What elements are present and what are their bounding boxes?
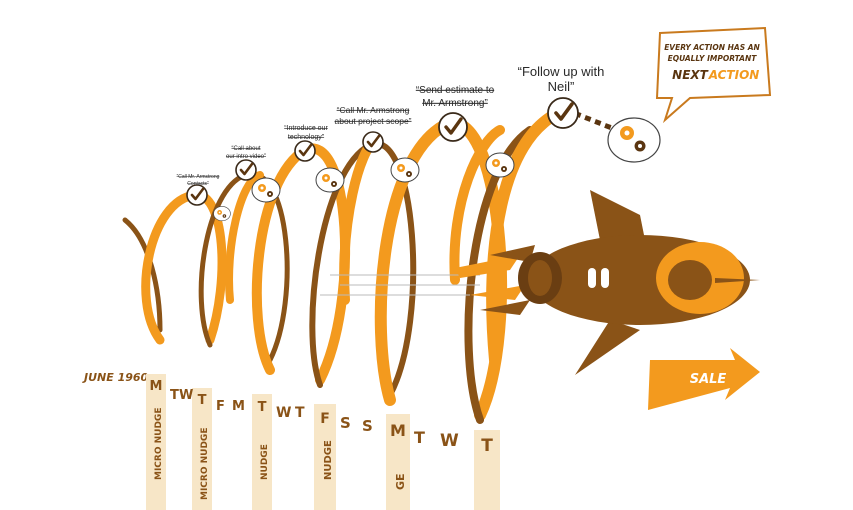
gear-icon: [607, 117, 661, 163]
gear-icon: [390, 157, 420, 183]
svg-text:“Send estimate to: “Send estimate to: [416, 85, 495, 96]
svg-text:W: W: [276, 405, 291, 421]
day-post: M GE: [386, 414, 410, 510]
svg-text:“Call Mr. Armstrong: “Call Mr. Armstrong: [337, 105, 410, 115]
svg-text:F: F: [320, 411, 330, 427]
action-label-3: “Introduce our technology”: [284, 125, 328, 141]
svg-text:T: T: [198, 393, 207, 408]
sale-arrow: SALE: [648, 348, 760, 410]
gear-icon: [485, 152, 515, 178]
checkmark-icon: [361, 130, 385, 154]
speech-bubble: EVERY ACTION HAS AN EQUALLY IMPORTANT NE…: [655, 26, 772, 124]
action-label-6: “Follow up with Neil”: [518, 64, 605, 94]
svg-text:GE: GE: [394, 473, 407, 490]
gear-icon: [251, 177, 281, 203]
svg-text:Neil”: Neil”: [548, 79, 575, 94]
day-posts: M MICRO NUDGE T MICRO NUDGE T NUDGE F NU…: [146, 374, 500, 510]
svg-text:F: F: [216, 399, 225, 414]
gear-icon: [315, 167, 345, 193]
action-label-4: “Call Mr. Armstrong about project scope”: [334, 105, 411, 126]
checkmark-icon: [185, 183, 209, 207]
svg-text:T: T: [170, 388, 179, 403]
svg-text:T: T: [481, 436, 493, 456]
svg-text:NEXT: NEXT: [672, 68, 708, 82]
svg-text:our intro video”: our intro video”: [226, 154, 266, 160]
checkmark-icon: [547, 97, 579, 129]
svg-text:M: M: [390, 421, 406, 440]
svg-text:Contacts”: Contacts”: [187, 181, 209, 187]
svg-text:ACTION: ACTION: [708, 68, 760, 82]
next-action-trail: [574, 111, 612, 130]
svg-text:S: S: [362, 417, 373, 435]
svg-text:EVERY ACTION HAS AN: EVERY ACTION HAS AN: [664, 43, 760, 52]
day-post: F NUDGE: [314, 404, 336, 510]
svg-text:W: W: [179, 388, 193, 403]
day-post: T: [474, 430, 500, 510]
day-letters: T W F M W T S S T W: [170, 388, 459, 451]
svg-text:“Call about: “Call about: [231, 146, 260, 152]
svg-text:Mr. Armstrong”: Mr. Armstrong”: [422, 98, 488, 109]
svg-text:MICRO NUDGE: MICRO NUDGE: [200, 428, 210, 500]
day-post: T MICRO NUDGE: [192, 388, 212, 510]
action-label-5: “Send estimate to Mr. Armstrong”: [416, 85, 495, 109]
svg-text:M: M: [150, 379, 163, 394]
svg-text:M: M: [232, 399, 245, 414]
svg-text:T: T: [414, 428, 425, 447]
svg-text:SALE: SALE: [690, 372, 727, 387]
svg-text:T: T: [258, 400, 267, 415]
svg-text:T: T: [295, 405, 305, 421]
date-label: JUNE 1960: [82, 371, 149, 384]
svg-text:“Call Mr. Armstrong: “Call Mr. Armstrong: [177, 174, 220, 180]
svg-text:S: S: [340, 414, 351, 432]
checkmark-icon: [293, 139, 317, 163]
speed-lines: [320, 274, 480, 296]
day-post: M MICRO NUDGE: [146, 374, 166, 510]
checkmark-icon: [234, 158, 258, 182]
gear-icon: [213, 206, 231, 222]
svg-text:NUDGE: NUDGE: [260, 444, 270, 480]
svg-text:about project scope”: about project scope”: [334, 116, 411, 126]
svg-text:EQUALLY IMPORTANT: EQUALLY IMPORTANT: [668, 54, 758, 63]
checkmark-icon: [438, 112, 468, 142]
svg-text:“Introduce our: “Introduce our: [284, 125, 328, 132]
svg-text:NUDGE: NUDGE: [323, 440, 334, 480]
svg-text:W: W: [440, 431, 459, 451]
action-label-1: “Call Mr. Armstrong Contacts”: [177, 174, 220, 187]
rocket-icon: [455, 190, 760, 375]
svg-text:technology”: technology”: [288, 134, 325, 141]
action-label-2: “Call about our intro video”: [226, 146, 266, 160]
day-post: T NUDGE: [252, 394, 272, 510]
svg-text:MICRO NUDGE: MICRO NUDGE: [154, 408, 164, 480]
svg-text:“Follow up with: “Follow up with: [518, 64, 605, 79]
